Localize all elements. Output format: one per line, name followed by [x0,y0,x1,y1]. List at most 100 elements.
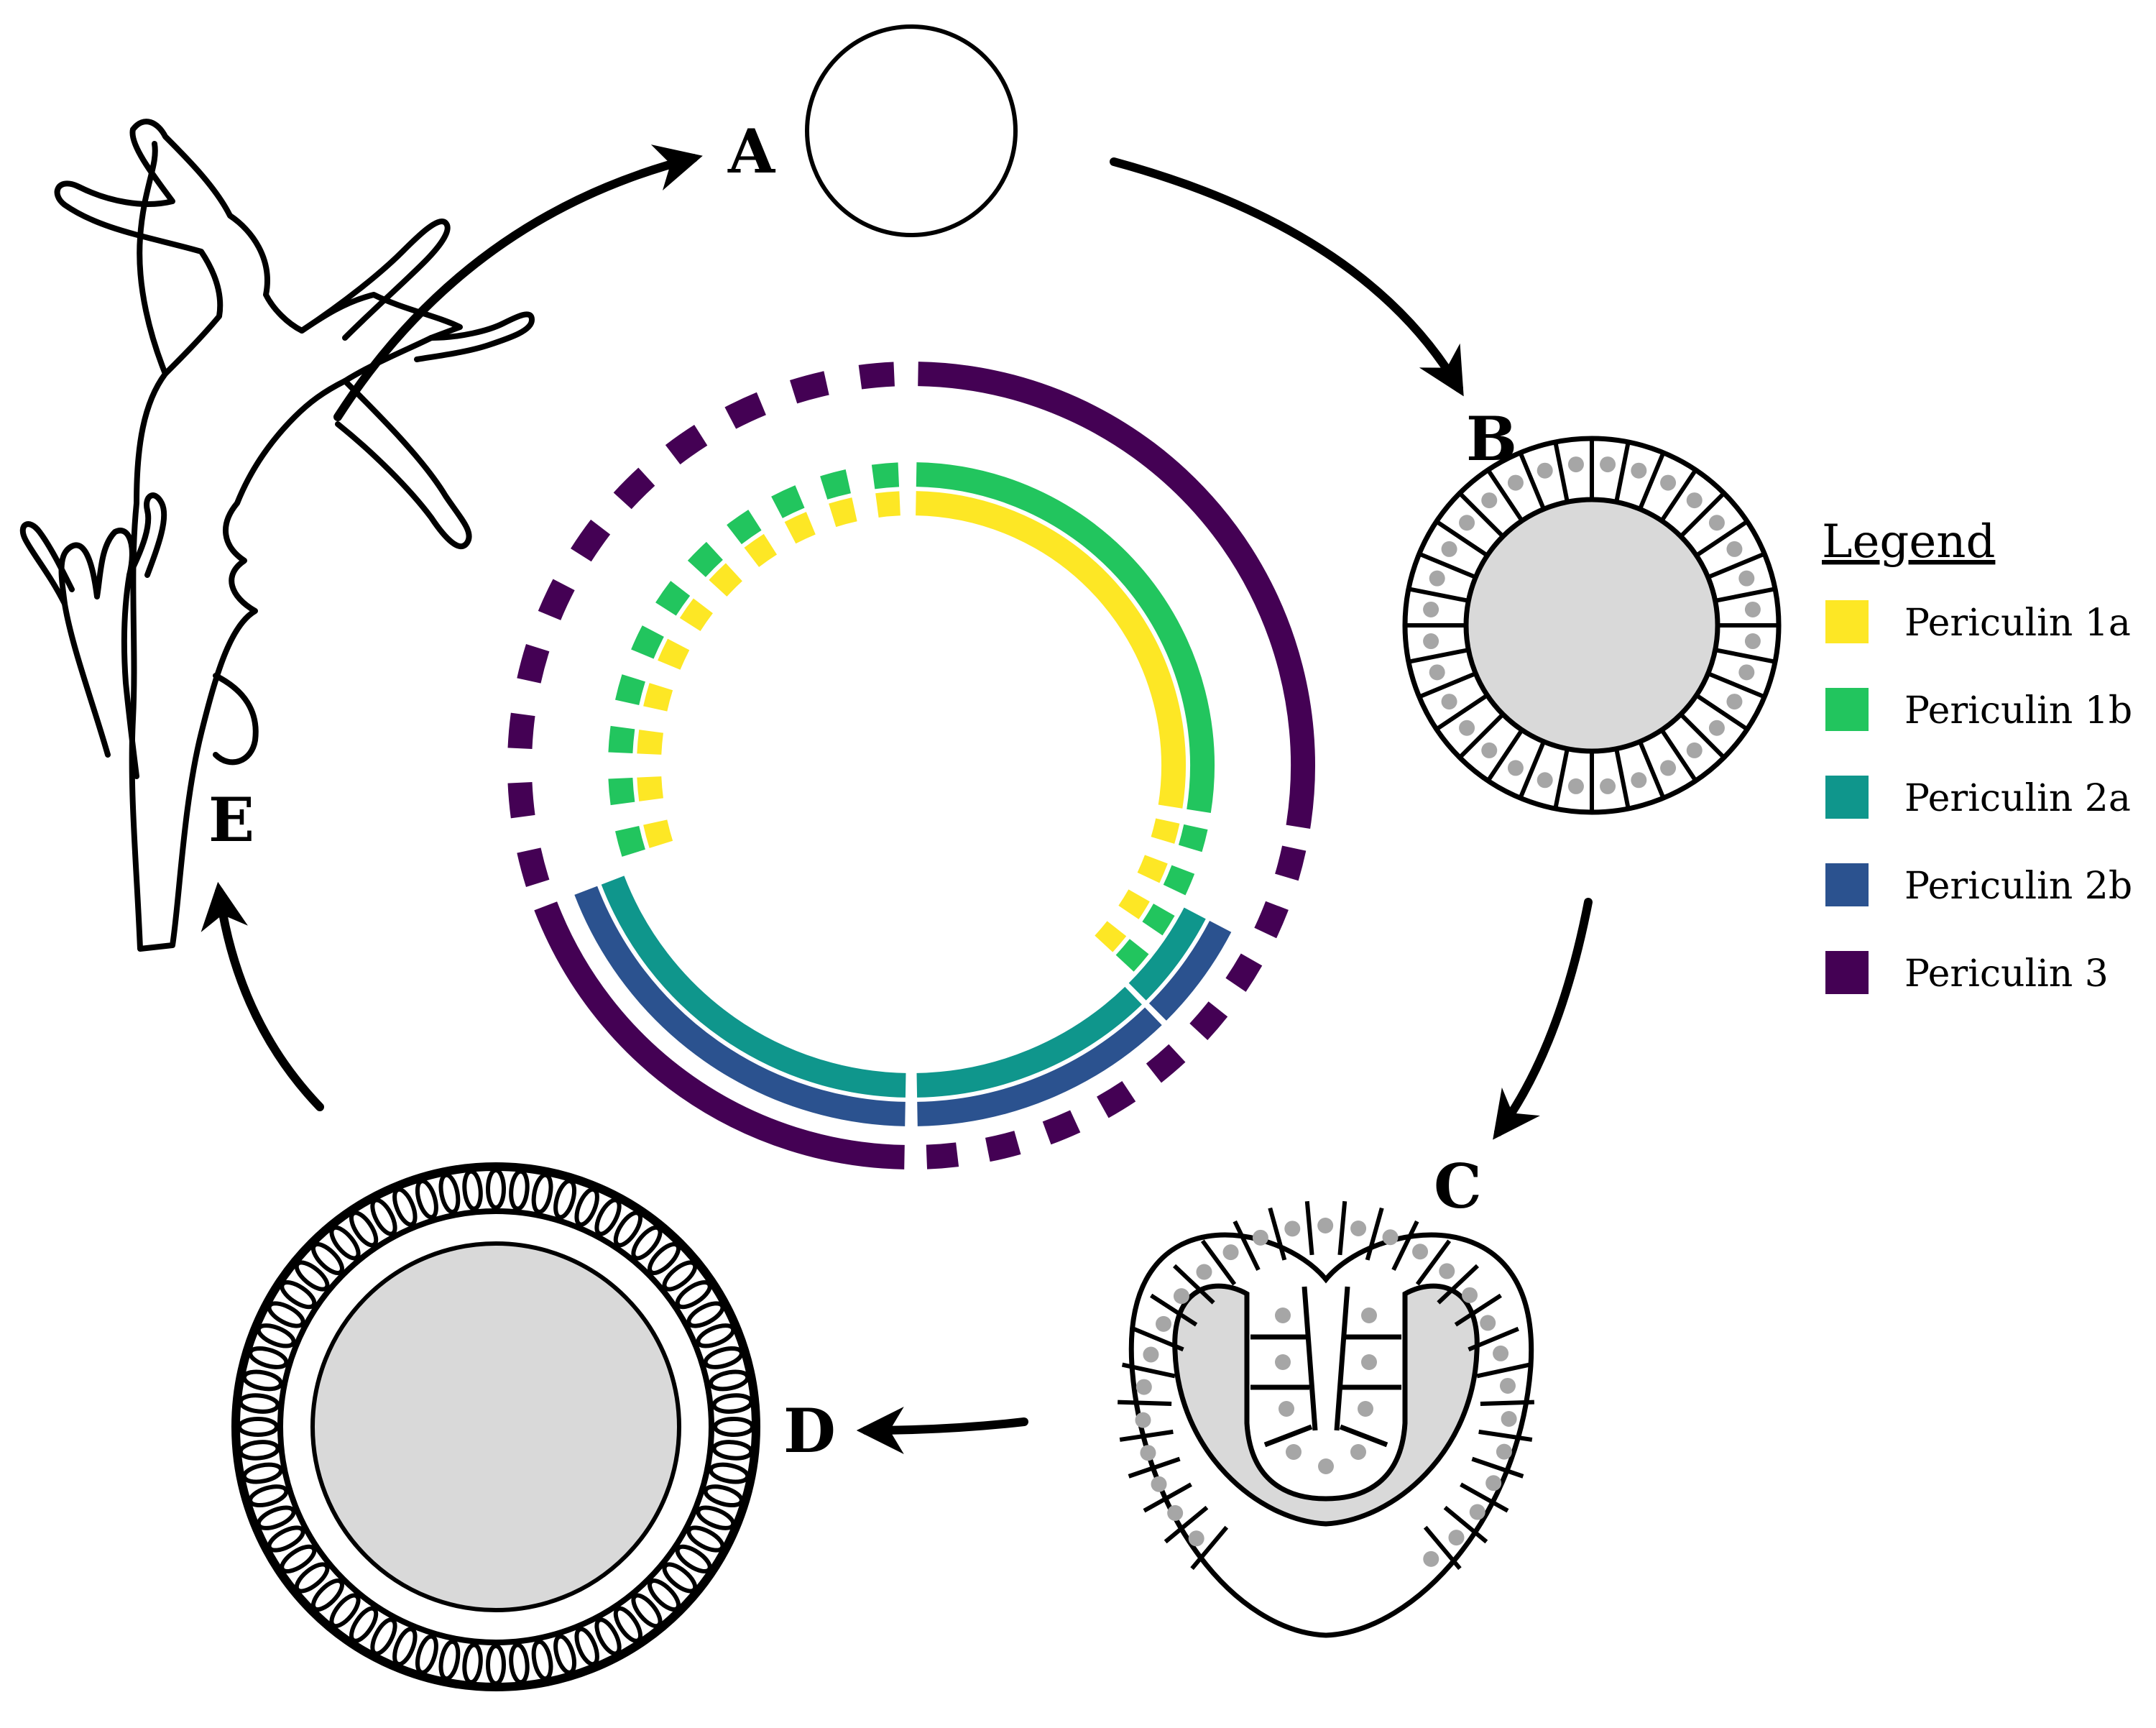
blastula-cell-nucleus [1600,778,1616,794]
blastula-cell-nucleus [1481,742,1498,758]
blastula-cell-wall [1518,740,1546,799]
cuticle-loop [531,1640,553,1681]
blastula-cell-nucleus [1567,778,1584,794]
cuticle-loop [709,1369,750,1392]
gastrula-cell-nucleus [1151,1476,1167,1492]
cuticle-loop [329,1593,361,1629]
blastula-cell-nucleus [1738,570,1755,587]
cuticle-loop [553,1179,577,1220]
blastula-cell-wall [1458,712,1505,759]
ring-dash-periculin-1a [637,730,663,755]
blastula-cell-nucleus [1744,633,1761,650]
stage-e-polyp [19,119,535,952]
cuticle-loop [329,1225,361,1261]
blastula-cell-nucleus [1686,742,1703,758]
legend-label-periculin-1b: Periculin 1b [1904,689,2132,732]
ring-dash-periculin-1a [744,533,778,568]
gastrula-cell-wall [1423,1525,1462,1571]
blastula-cell-wall [1408,648,1469,664]
blastula-cell-wall [1486,469,1524,523]
gastrula-cell-nucleus [1499,1377,1516,1394]
blastula-cell-nucleus [1660,474,1677,491]
cuticle-loop [703,1484,744,1508]
blastula-cell-nucleus [1423,601,1439,617]
blastula-cell-wall [1486,728,1524,782]
cuticle-loop [310,1241,344,1275]
stage-label-c: C [1434,1151,1482,1222]
ring-dash-periculin-3 [665,425,708,465]
blastula-cell-nucleus [1481,492,1498,509]
ring-arc-periculin-2a [916,986,1142,1098]
arrow-e-to-a [333,144,703,421]
cuticle-loop [241,1369,283,1392]
ring-dash-periculin-1b [1163,865,1195,896]
gastrula-cell-wall [1233,1220,1261,1271]
ring-arc-periculin-3 [918,362,1315,829]
cuticle-loop [438,1172,461,1214]
ring-dash-periculin-1a [709,563,742,597]
cuticle-loop [696,1505,736,1530]
blastula-cell-wall [1518,451,1546,510]
ring-dash-periculin-3 [571,519,611,562]
blastula-cell-wall [1418,671,1477,699]
ring-dash-periculin-3 [613,467,655,510]
gastrula-cell-nucleus [1173,1288,1189,1305]
gastrula-cell-wall [1164,1505,1209,1544]
arrow-a-to-b [1110,157,1464,397]
cuticle-loop [392,1627,418,1667]
ring-dash-periculin-3 [507,781,535,819]
gastrula-cell-wall [1437,1264,1479,1305]
blastula-cell-wall [1638,451,1666,510]
gastrula-inner-nucleus [1361,1308,1377,1323]
polyp-bud [58,528,139,779]
ring-dash-periculin-1b [771,485,805,518]
cuticle-loop [486,1644,506,1686]
ring-dash-periculin-1b [655,581,691,616]
stage-label-d: D [783,1395,836,1466]
cuticle-loop [267,1301,305,1328]
legend-swatch-periculin-3 [1825,951,1869,994]
ring-dash-periculin-3 [1042,1110,1081,1145]
cuticle-loop [709,1462,750,1484]
cuticle-loop [711,1393,754,1414]
gastrula-cell-nucleus [1423,1550,1439,1567]
legend-swatch-periculin-2b [1825,863,1869,906]
ring-dash-periculin-3 [1096,1080,1136,1118]
cuticle-loop [662,1260,698,1292]
gastrula-inner-nucleus [1350,1444,1366,1460]
gastrula-cell-nucleus [1439,1263,1455,1279]
blastula-cell-wall [1695,693,1749,731]
gastrula-inner-nucleus [1361,1354,1377,1370]
ring-dash-periculin-3 [724,392,767,429]
gastrula-cell-wall [1268,1207,1287,1261]
blastula-cell-wall [1418,551,1477,579]
blastula-cell-nucleus [1537,772,1553,789]
gastrula-cell-wall [1468,1326,1519,1352]
cuticle-loop [438,1640,461,1681]
blastula-cell-nucleus [1708,720,1725,736]
blastula-cell-nucleus [1686,492,1703,509]
gastrula-cell-nucleus [1412,1244,1429,1260]
ring-dash-periculin-1b [687,541,723,577]
gastrula-cell-nucleus [1196,1264,1212,1280]
cuticle-loop [713,1417,755,1437]
cuticle-loop [294,1260,330,1292]
blastula-cell-nucleus [1726,541,1743,557]
ring-dash-periculin-1a [875,491,901,518]
blastula-cell-wall [1715,648,1776,664]
cuticle-loop [267,1525,305,1553]
gastrula-cell-nucleus [1317,1218,1334,1234]
cuticle-loop [594,1617,622,1656]
ring-arc-periculin-1a [916,491,1186,809]
cuticle-loop [256,1323,296,1348]
blastula-cell-wall [1638,740,1666,799]
cuticle-loop [711,1440,754,1461]
blastula-cell-nucleus [1631,462,1647,479]
cuticle-loop [675,1280,712,1310]
cuticle-loop [238,1393,280,1414]
legend-swatch-periculin-2a [1825,776,1869,819]
cuticle-loop [675,1544,712,1573]
ring-dash-periculin-1b [871,462,900,490]
gastrula-cell-nucleus [1143,1346,1159,1363]
